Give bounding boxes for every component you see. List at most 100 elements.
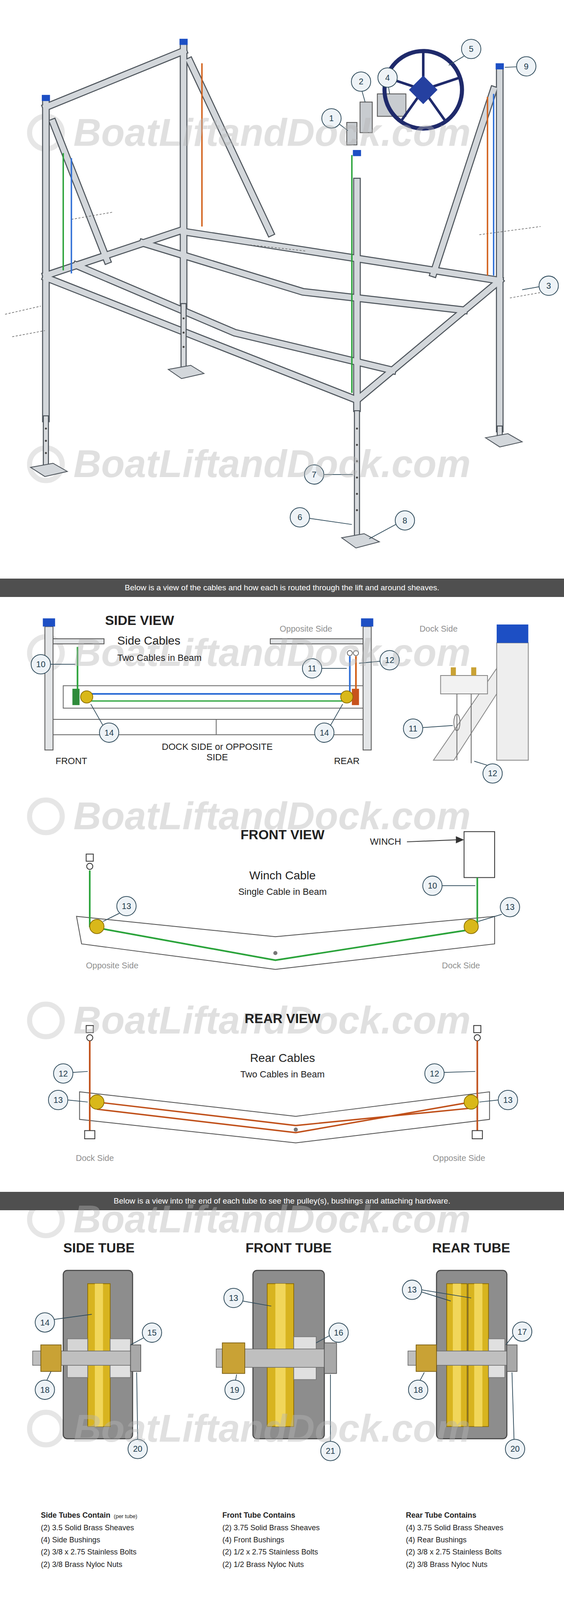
leader-line-part <box>242 1300 272 1306</box>
parts-list-item: (2) 3.5 Solid Brass Sheaves <box>40 1523 135 1532</box>
callout-number: 21 <box>325 1446 336 1456</box>
leader-line-part <box>330 703 343 726</box>
callout-circle <box>422 876 443 896</box>
callout-number: 13 <box>505 902 515 913</box>
callout-circle <box>402 1280 422 1300</box>
side-view-inset-part <box>496 624 529 643</box>
side-view-frame-part <box>86 700 348 702</box>
leader-line-part <box>422 725 453 728</box>
post-holes-part <box>182 345 185 349</box>
cable-title: Winch Cable <box>249 868 316 883</box>
callout-number: 12 <box>58 1068 68 1079</box>
rear-view-part <box>293 1127 298 1132</box>
cable <box>63 63 494 393</box>
front-view-part <box>86 863 94 870</box>
rear-view-part <box>79 1092 490 1144</box>
callout-circle <box>224 1380 244 1400</box>
post-cap-part <box>495 63 504 70</box>
side-label: Two Cables in Beam <box>117 652 202 664</box>
post-holes-part <box>355 509 359 512</box>
callout-circle <box>512 1321 532 1342</box>
leader-line-part <box>442 885 476 887</box>
parts-list-item: (2) 1/2 Brass Nyloc Nuts <box>222 1559 304 1569</box>
callout-circle <box>500 897 520 917</box>
leader-line-part <box>421 1289 472 1299</box>
callout-number: 13 <box>121 901 132 912</box>
leader-line <box>103 885 503 922</box>
front-view-part <box>464 919 479 934</box>
callout-number: 7 <box>311 469 317 480</box>
parts-list-item: (2) 3/8 x 2.75 Stainless Bolts <box>406 1547 502 1557</box>
callout-circle <box>48 1090 68 1110</box>
parts-list-item: (4) Side Bushings <box>40 1535 101 1545</box>
leader-line-part <box>316 1335 330 1343</box>
callout-number: 3 <box>546 280 552 291</box>
leader-line-part <box>369 524 396 539</box>
callout-number: 15 <box>147 1328 157 1338</box>
callout-number: 13 <box>407 1285 417 1295</box>
callout-circle <box>395 510 415 531</box>
rear-tube-part <box>506 1344 517 1372</box>
callout-circle <box>461 39 481 59</box>
rear-view-part <box>464 1094 479 1110</box>
leader-line-part <box>90 703 103 726</box>
callout-number: 10 <box>427 881 437 891</box>
front-view-part <box>464 831 495 878</box>
side-view-inset-part <box>496 642 529 761</box>
callout-number: 10 <box>36 659 46 670</box>
watermark: BoatLiftandDock.com <box>73 1197 471 1242</box>
callout-number: 18 <box>40 1384 50 1395</box>
parts-list-heading: Rear Tube Contains <box>406 1511 477 1520</box>
leader-line <box>50 661 488 766</box>
callout-circle <box>116 896 137 916</box>
side-view-inset-part <box>471 667 477 676</box>
post-holes-part <box>44 452 47 455</box>
lift-frame-part <box>45 45 500 429</box>
watermark-logo-part <box>29 1004 63 1037</box>
leader-line-part <box>479 1100 498 1103</box>
side-view-inset-part <box>470 693 472 764</box>
parts-list-heading: Side Tubes Contain <box>40 1511 111 1520</box>
side-view-inset-part <box>453 714 460 731</box>
callout-number: 12 <box>429 1068 440 1079</box>
watermark: BoatLiftandDock.com <box>73 442 471 487</box>
post-holes-part <box>44 439 47 443</box>
front-view-part <box>406 839 458 842</box>
front-view-part <box>273 951 278 956</box>
leader-line-part <box>420 1372 425 1380</box>
callout-circle <box>482 763 503 783</box>
callout-circle <box>498 1090 518 1110</box>
side-view-frame-part <box>44 626 54 751</box>
view-title: REAR VIEW <box>244 1010 321 1027</box>
side-view-frame-part <box>80 691 93 704</box>
parts-list-item: (2) 1/2 x 2.75 Stainless Bolts <box>222 1547 318 1557</box>
cable-title: Rear Cables <box>249 1051 316 1065</box>
rear-view-part <box>89 1040 478 1131</box>
watermark-logo-part <box>29 1412 63 1446</box>
rear-view <box>79 1025 490 1144</box>
leader-line-part <box>388 87 390 94</box>
parts-list-item: (2) 3/8 x 2.75 Stainless Bolts <box>40 1547 137 1557</box>
leader-line-part <box>67 1100 88 1103</box>
front-view-part <box>76 916 495 970</box>
foot-pad-part <box>341 533 380 548</box>
cable-part <box>351 154 353 393</box>
callout-number: 13 <box>53 1095 63 1106</box>
leader-line-part <box>309 518 352 525</box>
callout-circles <box>30 39 559 1461</box>
foot-pad-part <box>168 365 204 379</box>
view-title: FRONT TUBE <box>245 1240 332 1256</box>
callout-number: 1 <box>329 113 334 124</box>
callout-number: 20 <box>510 1444 520 1454</box>
callout-circle <box>314 723 334 743</box>
cable-part <box>62 152 64 271</box>
cable-part <box>486 96 488 276</box>
parts-list-item: (2) 3/8 Brass Nyloc Nuts <box>40 1559 123 1569</box>
rear-view-part <box>473 1025 481 1033</box>
leader-line-part <box>444 1071 476 1073</box>
side-label: WINCH <box>370 836 402 847</box>
side-view-inset-part <box>456 693 458 761</box>
winch-assembly-part <box>409 75 438 105</box>
side-view-frame-part <box>215 719 217 735</box>
callout-number: 13 <box>503 1095 513 1106</box>
